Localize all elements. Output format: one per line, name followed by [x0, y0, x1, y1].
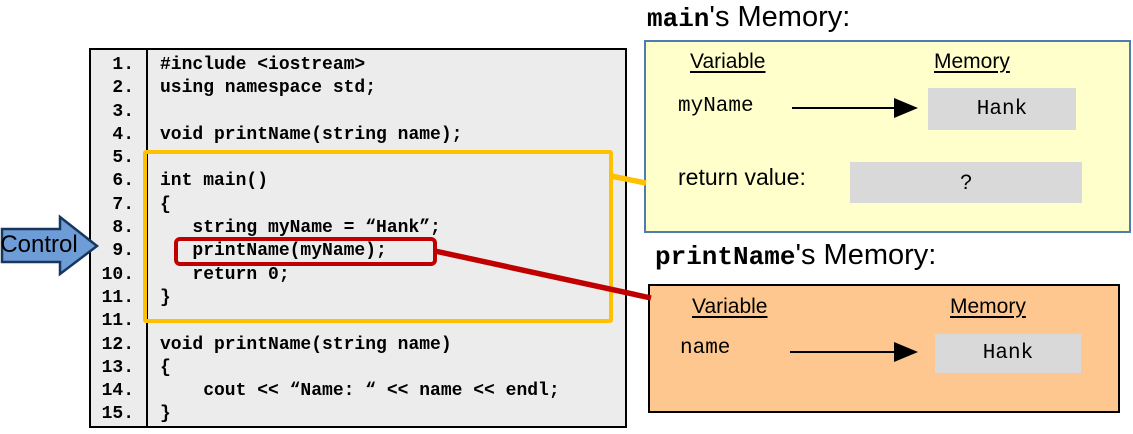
- line-number: 5.: [112, 148, 134, 169]
- memory-title-suffix: 's Memory:: [709, 1, 851, 33]
- line-number: 12.: [101, 334, 134, 355]
- line-number: 1.: [112, 55, 134, 75]
- line-number: 6.: [112, 171, 134, 192]
- code-line: void printName(string name): [160, 334, 452, 355]
- printname-call-highlight-box: [174, 237, 437, 266]
- code-line: cout << “Name: “ << name << endl;: [160, 381, 560, 402]
- code-line: }: [160, 404, 171, 425]
- code-text-column: #include <iostream> using namespace std;…: [148, 50, 625, 426]
- code-line: {: [160, 194, 171, 215]
- line-number: 11.: [101, 311, 134, 332]
- variable-column-header: Variable: [690, 50, 766, 73]
- main-memory-panel: Variable Memory myName Hank return value…: [644, 40, 1131, 233]
- myname-variable-label: myName: [678, 95, 754, 118]
- line-number: 7.: [112, 194, 134, 215]
- line-number: 4.: [112, 124, 134, 145]
- line-number-gutter: 1. 2. 3. 4. 5. 6. 7. 8. 9. 10. 11. 11. 1…: [91, 50, 148, 426]
- code-line: {: [160, 357, 171, 378]
- variable-column-header: Variable: [692, 295, 768, 318]
- main-function-highlight-box: [143, 150, 613, 323]
- line-number: 15.: [101, 404, 134, 425]
- code-line: #include <iostream>: [160, 55, 366, 75]
- name-value-box: Hank: [935, 334, 1081, 373]
- code-line: }: [160, 287, 171, 308]
- line-number: 11.: [101, 287, 134, 308]
- line-number: 14.: [101, 381, 134, 402]
- return-value-box: ?: [850, 162, 1082, 203]
- control-label: Control: [0, 231, 78, 258]
- printname-memory-panel: Variable Memory name Hank: [648, 284, 1120, 413]
- name-variable-label: name: [680, 337, 731, 360]
- line-number: 2.: [112, 78, 134, 99]
- main-memory-title: main's Memory:: [647, 1, 850, 35]
- line-number: 8.: [112, 218, 134, 239]
- memory-title-suffix: 's Memory:: [795, 239, 937, 271]
- main-function-name: main: [647, 4, 710, 34]
- line-number: 3.: [112, 101, 134, 122]
- line-number: 10.: [101, 264, 134, 285]
- printname-memory-title: printName's Memory:: [655, 239, 936, 273]
- memory-column-header: Memory: [934, 50, 1010, 73]
- myname-value-box: Hank: [928, 88, 1076, 130]
- code-line: void printName(string name);: [160, 124, 463, 145]
- code-line: return 0;: [160, 264, 290, 285]
- code-line: string myName = “Hank”;: [160, 218, 441, 239]
- code-line: using namespace std;: [160, 78, 377, 99]
- return-value-label: return value:: [678, 164, 806, 190]
- line-number: 9.: [112, 241, 134, 262]
- line-number: 13.: [101, 357, 134, 378]
- code-line: [160, 101, 625, 124]
- code-line: int main(): [160, 171, 269, 192]
- printname-function-name: printName: [655, 242, 796, 272]
- memory-column-header: Memory: [950, 295, 1026, 318]
- code-line-printname-call: printName(myName);: [160, 241, 387, 262]
